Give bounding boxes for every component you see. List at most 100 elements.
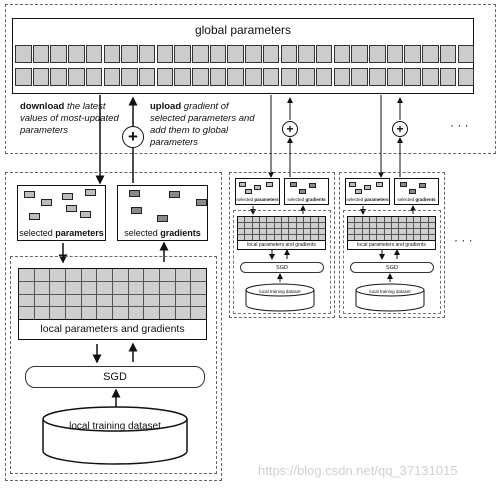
local-grid-cell [128,307,144,319]
worker-2-selected-gradients-box [284,178,329,205]
global-parameter-cell [280,45,298,63]
local-grid-cell [267,229,274,234]
local-grid-cell [399,223,406,228]
local-grid-cell [144,281,159,294]
local-grid-cell [370,217,377,222]
local-compute-region [10,256,217,474]
local-grid-cell [296,223,303,228]
worker-3-local-label: local parameters and gradients [357,242,426,248]
local-grid-cell [421,229,428,234]
global-parameter-cell [457,68,475,86]
local-grid-cell [355,223,362,228]
local-grid-cell [267,223,274,228]
local-grid-cell [50,269,65,281]
local-grid-cell [414,229,421,234]
worker-2-selected-parameters-label: selected parameters [236,197,279,202]
local-parameters-box [18,268,207,340]
global-parameter-cell [457,45,475,63]
local-grid-cell [421,235,428,240]
local-grid-cell [406,235,413,240]
local-grid-cell [428,217,435,222]
worker-3-local-region [343,210,441,314]
global-parameter-cell [156,68,174,86]
local-grid-cell [274,223,281,228]
local-grid-cell [406,223,413,228]
global-parameter-cell [262,68,280,86]
local-grid-cell [245,217,252,222]
local-grid-cell [19,294,34,307]
local-grid-cell [428,235,435,240]
local-grid-cell [245,223,252,228]
global-parameter-cell [333,68,351,86]
local-grid-cell [384,223,391,228]
worker-2-selected-parameters-box [235,178,280,205]
global-parameter-cell [404,68,421,86]
worker-3-selected-parameters-box [345,178,390,205]
local-grid-cell [252,223,259,228]
local-grid-cell [392,235,399,240]
local-grid-cell [289,217,296,222]
local-grid-cell [399,217,406,222]
local-grid-cell [318,217,325,222]
local-grid-cell [392,217,399,222]
local-grid-cell [296,235,303,240]
upload-description: upload gradient of selected parameters a… [150,101,265,149]
local-grid-cell [267,235,274,240]
local-grid-cell [421,217,428,222]
global-parameter-cell [315,45,333,63]
local-grid-cell [144,307,159,319]
global-parameter-cell [121,68,138,86]
local-grid-cell [144,269,159,281]
local-grid-cell [81,307,97,319]
local-grid-cell [348,217,355,222]
local-grid-cell [304,223,311,228]
local-grid-cell [392,223,399,228]
local-grid-cell [392,229,399,234]
local-grid-cell [97,294,112,307]
local-grid-cell [355,235,362,240]
global-parameter-cell [192,45,209,63]
local-grid-cell [144,294,159,307]
global-parameter-cell [85,45,103,63]
local-grid-cell [304,229,311,234]
local-grid-cell [113,294,128,307]
global-parameter-cell [386,68,404,86]
global-parameter-cell [174,68,191,86]
local-grid-cell [311,223,318,228]
global-parameter-cell [369,45,386,63]
global-parameter-cell [192,68,209,86]
global-parameter-cell [138,45,156,63]
worker-2-region [229,172,335,318]
local-grid-cell [66,294,81,307]
local-grid-cell [362,229,369,234]
download-text: the latest values of most-updated parame… [20,101,119,136]
selected-gradients-squares [117,185,208,241]
global-parameter-cell [404,45,421,63]
local-grid-cell [289,229,296,234]
global-parameter-cell [439,45,457,63]
local-grid-cell [274,217,281,222]
global-parameter-cell [280,68,298,86]
local-grid-cell [362,217,369,222]
local-grid-cell [260,223,267,228]
worker-2-dataset-cylinder [245,283,315,312]
local-grid-cell [370,229,377,234]
local-grid-cell [252,217,259,222]
local-grid-cell [362,223,369,228]
local-grid-cell [414,217,421,222]
local-grid-cell [175,281,191,294]
local-grid-cell [66,269,81,281]
selected-parameters-squares [17,185,106,241]
worker-3-local-box [347,216,436,250]
local-grid-cell [377,217,384,222]
local-grid-cell [370,235,377,240]
local-grid-cell [128,294,144,307]
local-grid-cell [238,223,245,228]
local-grid-cell [175,269,191,281]
local-grid-cell [238,217,245,222]
global-parameter-cell [174,45,191,63]
global-parameter-cell [245,45,262,63]
download-keyword: download [20,101,65,112]
local-grid-cell [66,281,81,294]
global-parameter-cell [369,68,386,86]
